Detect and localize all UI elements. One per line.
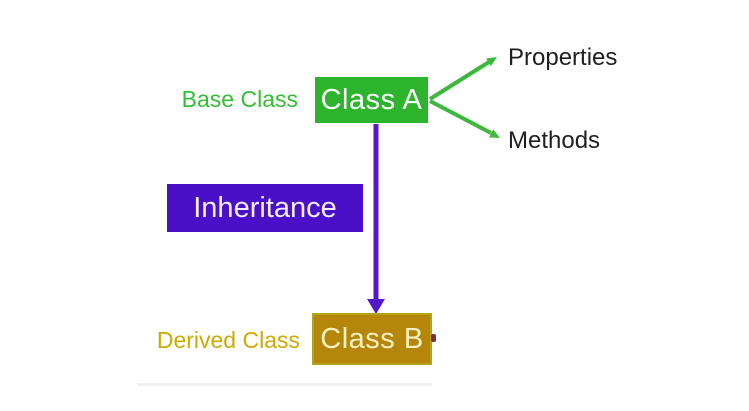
- class-a-to-methods-arrowhead-icon: [489, 129, 500, 138]
- inheritance-node: Inheritance: [167, 184, 363, 232]
- artifact-mark: [431, 334, 436, 342]
- class-a-label: Class A: [320, 83, 423, 116]
- methods-label: Methods: [508, 127, 601, 154]
- class-b-label: Class B: [320, 322, 424, 355]
- bottom-divider: [137, 383, 432, 386]
- inheritance-arrowhead-icon: [367, 299, 385, 314]
- properties-label: Properties: [508, 44, 618, 71]
- base-class-label: Base Class: [181, 86, 298, 112]
- class-a-node: Class A: [315, 77, 428, 123]
- class-a-to-methods-arrow-line: [429, 99, 492, 135]
- class-a-to-properties-arrowhead-icon: [486, 57, 497, 67]
- inheritance-label: Inheritance: [193, 191, 337, 224]
- derived-class-label: Derived Class: [156, 327, 300, 353]
- class-b-node: Class B: [312, 313, 432, 365]
- class-a-to-properties-arrow-line: [428, 60, 491, 101]
